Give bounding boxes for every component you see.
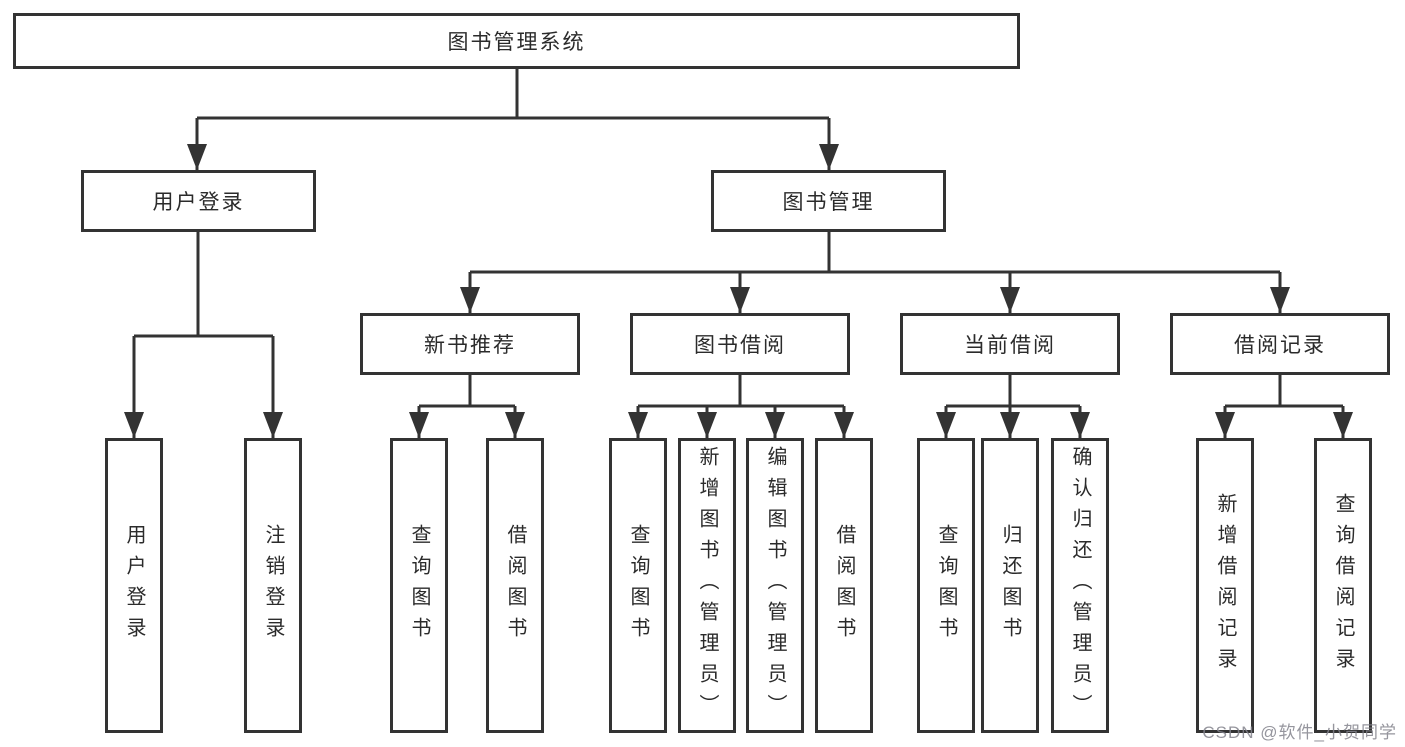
leaf-bb-edit-books-admin-label: 编辑图书（管理员） (764, 446, 786, 725)
leaf-logout-login-label: 注销登录 (262, 523, 284, 648)
leaf-cb-query-books-label: 查询图书 (935, 523, 957, 648)
leaf-bb-edit-books-admin: 编辑图书（管理员） (746, 438, 804, 733)
leaf-logout-login: 注销登录 (244, 438, 302, 733)
leaf-bb-borrow-books-label: 借阅图书 (833, 523, 855, 648)
node-book-management: 图书管理 (711, 170, 946, 232)
leaf-bb-query-books-label: 查询图书 (627, 523, 649, 648)
leaf-nbr-borrow-books-label: 借阅图书 (504, 523, 526, 648)
leaf-nbr-borrow-books: 借阅图书 (486, 438, 544, 733)
leaf-cb-return-books-label: 归还图书 (999, 523, 1021, 648)
node-book-borrow: 图书借阅 (630, 313, 850, 375)
node-current-borrow: 当前借阅 (900, 313, 1120, 375)
leaf-br-query-record-label: 查询借阅记录 (1332, 492, 1354, 679)
leaf-user-login-label: 用户登录 (123, 523, 145, 648)
connector-book-borrow (636, 375, 846, 438)
leaf-nbr-query-books: 查询图书 (390, 438, 448, 733)
node-user-login: 用户登录 (81, 170, 316, 232)
leaf-cb-return-books: 归还图书 (981, 438, 1039, 733)
leaf-nbr-query-books-label: 查询图书 (408, 523, 430, 648)
node-borrow-records: 借阅记录 (1170, 313, 1390, 375)
connector-root (195, 69, 831, 170)
leaf-bb-query-books: 查询图书 (609, 438, 667, 733)
connector-borrow-records (1223, 375, 1345, 438)
leaf-br-query-record: 查询借阅记录 (1314, 438, 1372, 733)
leaf-bb-borrow-books: 借阅图书 (815, 438, 873, 733)
node-new-book-recommend: 新书推荐 (360, 313, 580, 375)
connector-user-login (132, 232, 275, 438)
connector-new-book-recommend (417, 375, 517, 438)
leaf-br-add-record-label: 新增借阅记录 (1214, 492, 1236, 679)
connector-book-management (468, 232, 1282, 313)
leaf-bb-add-books-admin-label: 新增图书（管理员） (696, 446, 718, 725)
leaf-bb-add-books-admin: 新增图书（管理员） (678, 438, 736, 733)
arrowheads (124, 144, 1353, 438)
leaf-user-login: 用户登录 (105, 438, 163, 733)
leaf-br-add-record: 新增借阅记录 (1196, 438, 1254, 733)
leaf-cb-query-books: 查询图书 (917, 438, 975, 733)
watermark: CSDN @软件_小贺同学 (1202, 723, 1397, 742)
leaf-cb-confirm-return-admin-label: 确认归还（管理员） (1069, 446, 1091, 725)
node-root: 图书管理系统 (13, 13, 1020, 69)
leaf-cb-confirm-return-admin: 确认归还（管理员） (1051, 438, 1109, 733)
